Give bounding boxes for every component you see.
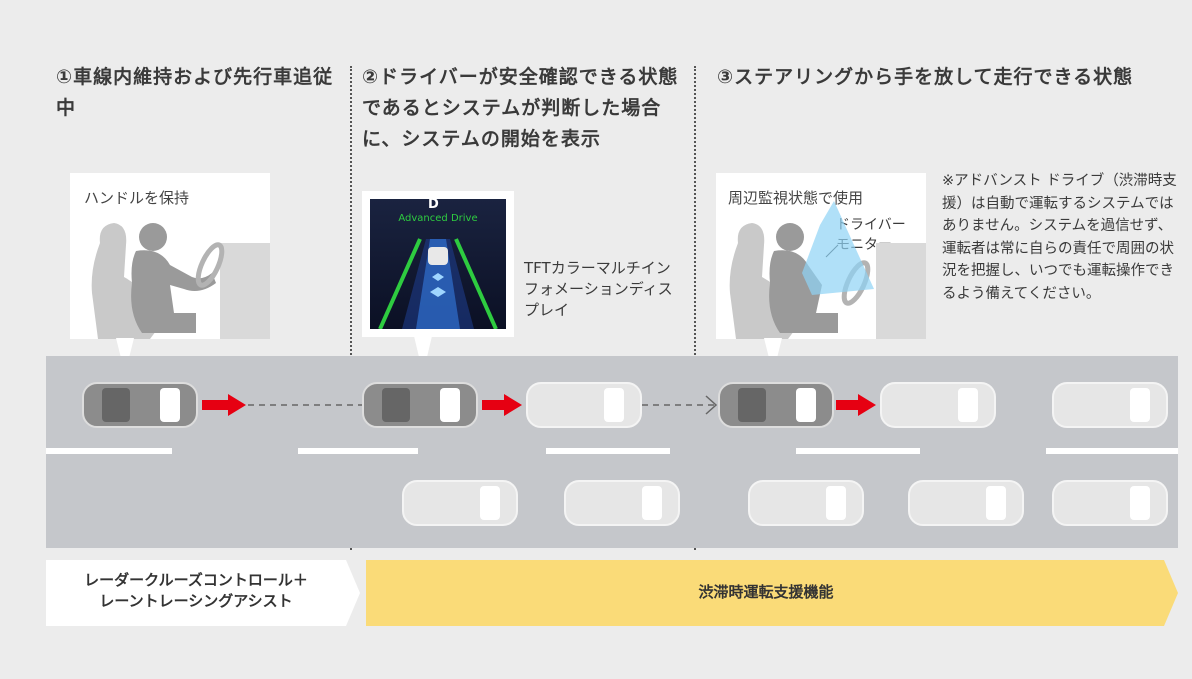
right-function-bar: [366, 560, 1178, 626]
step2-callout-pointer: [414, 336, 432, 374]
step1-illustration-panel: ハンドルを保持: [70, 173, 270, 339]
display-label: TFTカラーマルチインフォメーションディスプレイ: [524, 259, 673, 319]
adjacent-car-1: [402, 480, 518, 526]
advanced-drive-screen: [370, 199, 506, 329]
adjacent-car-2: [564, 480, 680, 526]
own-car-step1: [82, 382, 198, 428]
left-function-label: レーダークルーズコントロール＋ レーントレーシングアシスト: [46, 570, 346, 612]
lead-car-step3-2: [1052, 382, 1168, 428]
driver-monitor-illustration: [729, 201, 926, 339]
lane-line-3: [546, 448, 670, 454]
step1-panel-label: ハンドルを保持: [84, 189, 190, 207]
right-function-label: 渋滞時運転支援機能: [698, 583, 834, 601]
step3-title: ③ステアリングから手を放して走行できる状態: [717, 66, 1134, 88]
driver-hands-on-illustration: [91, 223, 270, 339]
left-function-label-line1: レーダークルーズコントロール＋: [84, 571, 308, 589]
lane-line-2: [298, 448, 418, 454]
adjacent-car-4: [908, 480, 1024, 526]
divider-1: [350, 66, 352, 550]
red-arrow-3: [836, 394, 876, 416]
step1-title: ①車線内維持および先行車追従中: [56, 66, 334, 119]
screen-shift-indicator: D: [428, 197, 439, 212]
step3-illustration-panel: 周辺監視状態で使用 ドライバーモニター: [716, 173, 926, 339]
disclaimer-note: ※アドバンスト ドライブ（渋滞時支援）は自動で運転するシステムではありません。シ…: [942, 173, 1177, 302]
lead-car-step3-1: [880, 382, 996, 428]
lane-line-1: [46, 448, 172, 454]
adjacent-car-3: [748, 480, 864, 526]
screen-title: Advanced Drive: [398, 213, 478, 224]
lane-line-5: [1046, 448, 1178, 454]
own-car-step3: [718, 382, 834, 428]
red-arrow-1: [202, 394, 246, 416]
divider-2: [694, 66, 696, 550]
red-arrow-2: [482, 394, 522, 416]
left-function-label-line2: レーントレーシングアシスト: [99, 592, 293, 610]
lane-line-4: [796, 448, 920, 454]
adjacent-car-5: [1052, 480, 1168, 526]
left-function-bar: [46, 560, 360, 626]
step3-panel-label: 周辺監視状態で使用: [728, 189, 864, 207]
tft-display-frame: D Advanced Drive: [362, 191, 514, 337]
own-car-step2: [362, 382, 478, 428]
step2-title: ②ドライバーが安全確認できる状態であるとシステムが判断した場合に、システムの開始…: [362, 66, 679, 150]
lead-car-step2: [526, 382, 642, 428]
